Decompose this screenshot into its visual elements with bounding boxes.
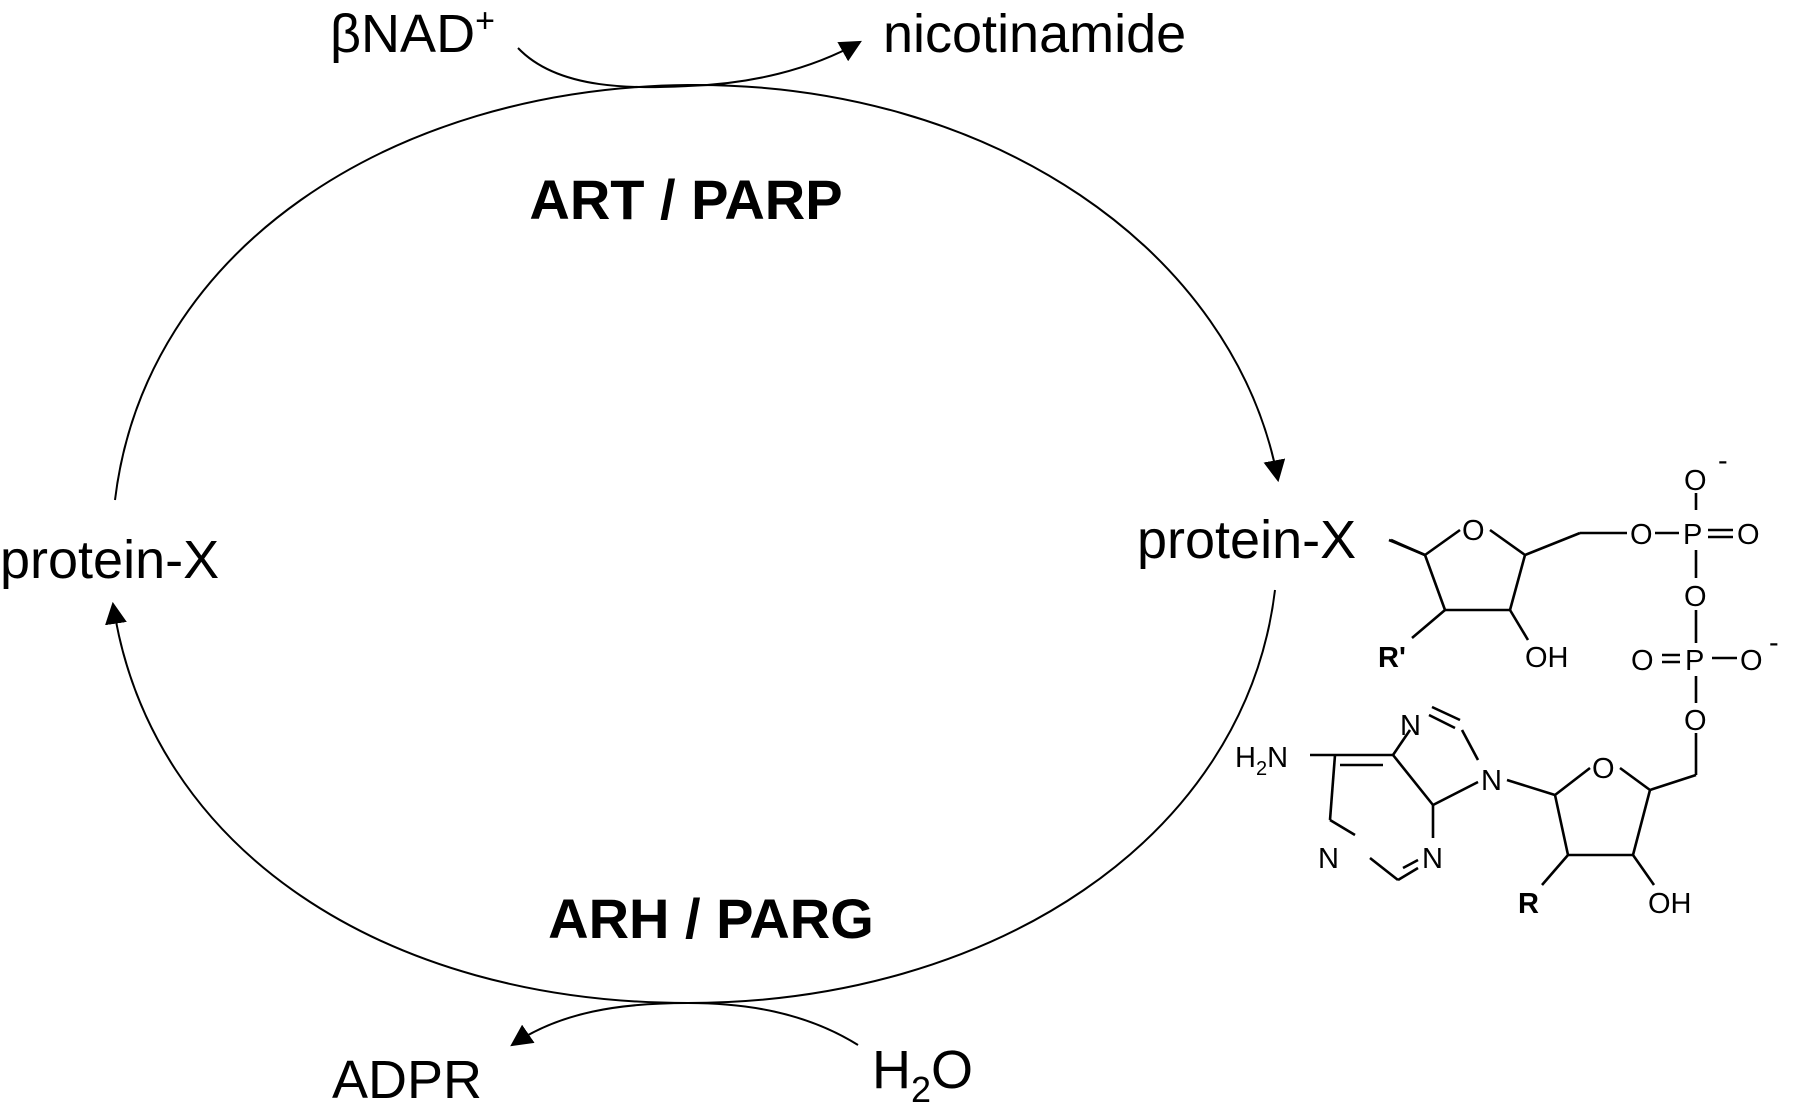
adenine-n7: N (1400, 710, 1421, 742)
adp-ribose-structure: O O O P O O - O O P O - O OH OH R' R H2N… (1235, 445, 1779, 920)
phosphorus-1: P (1683, 519, 1702, 551)
phosphate-oxygen-top: O (1684, 465, 1707, 497)
reverse-enzyme-label: ARH / PARG (548, 887, 874, 950)
charge-right: - (1769, 627, 1779, 659)
water-label: H2O (872, 1040, 973, 1103)
hydroxyl-top: OH (1525, 642, 1569, 674)
r-prime-group: R' (1378, 642, 1406, 674)
nad-to-nicotinamide-arrow (517, 40, 862, 89)
protein-x-left-label: protein-X (0, 530, 219, 590)
adpr-label: ADPR (332, 1050, 482, 1103)
water-to-adpr-arrow (510, 1001, 859, 1047)
phosphate-oxygen-bridge-3: O (1684, 705, 1707, 737)
adenine-n9: N (1481, 765, 1502, 797)
cycle-arc-forward-top (114, 83, 1286, 501)
amine-group: H2N (1235, 742, 1288, 780)
phosphate-oxygen-double-1: O (1737, 519, 1760, 551)
adenine-n3: N (1422, 843, 1443, 875)
phosphate-oxygen-double-2: O (1631, 645, 1654, 677)
phosphorus-2: P (1685, 645, 1704, 677)
protein-x-right-label: protein-X (1137, 510, 1356, 570)
nicotinamide-label: nicotinamide (883, 4, 1186, 64)
phosphate-oxygen-bridge-2: O (1684, 581, 1707, 613)
hydroxyl-bottom: OH (1648, 888, 1692, 920)
ring-oxygen-bottom: O (1592, 753, 1615, 785)
nad-label: βNAD+ (330, 2, 495, 64)
ring-oxygen-top: O (1462, 515, 1485, 547)
adenine-n1: N (1318, 843, 1339, 875)
phosphate-oxygen-bridge-1: O (1630, 519, 1653, 551)
phosphate-oxygen-right: O (1740, 645, 1763, 677)
charge-top: - (1718, 445, 1728, 477)
forward-enzyme-label: ART / PARP (529, 168, 842, 231)
r-group: R (1518, 888, 1539, 920)
